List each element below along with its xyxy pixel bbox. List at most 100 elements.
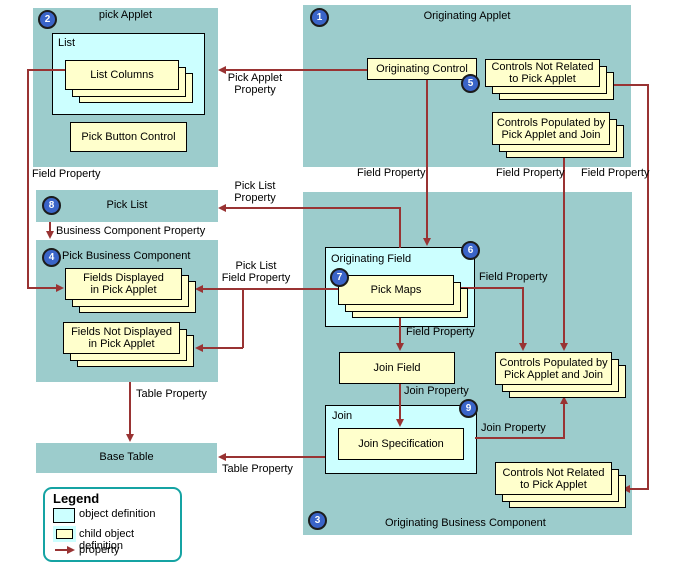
arrowhead-up-icon bbox=[560, 396, 568, 404]
badge-8: 8 bbox=[42, 196, 61, 215]
arrowhead-right-icon bbox=[67, 546, 75, 554]
arrowhead-left-icon bbox=[622, 485, 630, 493]
legend: Legend object definition child object de… bbox=[43, 487, 182, 562]
table-property-pbc-arrow bbox=[129, 382, 131, 434]
business-component-property-label: Business Component Property bbox=[56, 225, 206, 237]
business-component-property-arrow bbox=[49, 222, 51, 232]
join-property-join-label: Join Property bbox=[481, 422, 546, 434]
field-property-control-label: Field Property bbox=[357, 167, 426, 179]
pick-list-property-arrow-seg1 bbox=[226, 207, 400, 209]
legend-object-definition-label: object definition bbox=[79, 508, 156, 520]
controls-populated-top-node: Controls Populated by Pick Applet and Jo… bbox=[492, 112, 610, 145]
join-property-join-arrow-seg1 bbox=[475, 437, 565, 439]
field-property-pm-arrow bbox=[399, 310, 401, 343]
table-property-join-arrow bbox=[226, 456, 325, 458]
property-arrow-icon bbox=[55, 549, 69, 551]
badge-2: 2 bbox=[38, 10, 57, 29]
originating-field-title: Originating Field bbox=[331, 253, 412, 265]
badge-5: 5 bbox=[461, 74, 480, 93]
field-property-pm-label: Field Property bbox=[406, 326, 475, 338]
base-table-bar bbox=[36, 443, 217, 473]
arrowhead-down-icon bbox=[423, 238, 431, 246]
fields-not-displayed-node: Fields Not Displayed in Pick Applet bbox=[63, 322, 180, 354]
badge-6: 6 bbox=[461, 241, 480, 260]
field-property-left-arrow-seg3 bbox=[28, 287, 57, 289]
arrowhead-down-icon bbox=[396, 419, 404, 427]
list-title: List bbox=[58, 37, 76, 49]
fields-not-displayed-stack: Fields Not Displayed in Pick Applet bbox=[63, 322, 194, 367]
arrowhead-down-icon bbox=[396, 343, 404, 351]
child-object-definition-swatch-inner bbox=[56, 529, 73, 539]
controls-not-related-top-stack: Controls Not Related to Pick Applet bbox=[485, 59, 614, 100]
fields-displayed-node: Fields Displayed in Pick Applet bbox=[65, 268, 182, 300]
pick-applet-property-arrow bbox=[225, 69, 367, 71]
arrowhead-down-icon bbox=[46, 231, 54, 239]
child-object-definition-swatch bbox=[53, 526, 76, 542]
pick-maps-stack: Pick Maps bbox=[338, 275, 468, 318]
badge-4: 4 bbox=[42, 248, 61, 267]
list-columns-stack: List Columns bbox=[65, 60, 193, 103]
field-property-cnr-arrow-seg3 bbox=[630, 488, 648, 490]
arrowhead-down-icon bbox=[126, 434, 134, 442]
field-property-of-arrow-seg2 bbox=[522, 287, 524, 343]
field-property-of-label: Field Property bbox=[479, 271, 548, 283]
legend-child-object-definition-label: child object definition bbox=[79, 528, 135, 552]
pick-list-field-property-arrow-seg3 bbox=[203, 347, 243, 349]
field-property-cnr-arrow-seg2 bbox=[647, 84, 649, 490]
controls-populated-bottom-node: Controls Populated by Pick Applet and Jo… bbox=[495, 352, 612, 385]
pick-applet-property-label: Pick Applet Property bbox=[227, 72, 283, 96]
join-field-node: Join Field bbox=[339, 352, 455, 384]
base-table-title: Base Table bbox=[99, 451, 154, 463]
fields-displayed-stack: Fields Displayed in Pick Applet bbox=[65, 268, 196, 313]
field-property-of-arrow-seg1 bbox=[452, 287, 524, 289]
join-specification-node: Join Specification bbox=[338, 428, 464, 460]
field-property-left-arrow-seg2 bbox=[27, 69, 29, 289]
originating-control-node: Originating Control bbox=[367, 58, 477, 80]
pick-list-property-arrow-seg2 bbox=[399, 207, 401, 248]
controls-not-related-bottom-node: Controls Not Related to Pick Applet bbox=[495, 462, 612, 495]
join-property-field-label: Join Property bbox=[404, 385, 469, 397]
field-property-cp-label: Field Property bbox=[496, 167, 565, 179]
pick-list-title: Pick List bbox=[106, 199, 148, 211]
field-property-cp-arrow bbox=[563, 155, 565, 343]
originating-applet-title: Originating Applet bbox=[423, 10, 511, 22]
join-property-field-arrow bbox=[399, 382, 401, 419]
pick-list-bar bbox=[36, 190, 218, 222]
field-property-left-arrow-seg1 bbox=[28, 69, 65, 71]
object-definition-swatch bbox=[53, 508, 75, 523]
list-columns-node: List Columns bbox=[65, 60, 179, 90]
badge-1: 1 bbox=[310, 8, 329, 27]
pick-maps-node: Pick Maps bbox=[338, 275, 454, 305]
arrowhead-left-icon bbox=[218, 453, 226, 461]
field-property-control-arrow bbox=[426, 77, 428, 238]
badge-9: 9 bbox=[459, 399, 478, 418]
arrowhead-right-icon bbox=[56, 284, 64, 292]
arrowhead-down-icon bbox=[560, 343, 568, 351]
arrowhead-left-icon bbox=[195, 285, 203, 293]
badge-3: 3 bbox=[308, 511, 327, 530]
originating-business-component-title: Originating Business Component bbox=[385, 517, 546, 529]
controls-not-related-bottom-stack: Controls Not Related to Pick Applet bbox=[495, 462, 626, 508]
field-property-cnr-label: Field Property bbox=[581, 167, 650, 179]
arrowhead-left-icon bbox=[218, 66, 226, 74]
pick-button-control-node: Pick Button Control bbox=[70, 122, 187, 152]
table-property-pbc-label: Table Property bbox=[136, 388, 207, 400]
arrowhead-down-icon bbox=[519, 343, 527, 351]
join-property-join-arrow-seg2 bbox=[563, 404, 565, 438]
legend-property-label: property bbox=[79, 544, 120, 556]
pick-list-field-property-label: Pick List Field Property bbox=[221, 260, 291, 284]
arrowhead-left-icon bbox=[195, 344, 203, 352]
legend-title: Legend bbox=[53, 491, 100, 506]
pick-list-property-label: Pick List Property bbox=[234, 180, 276, 204]
join-title: Join bbox=[332, 410, 353, 422]
badge-7: 7 bbox=[330, 268, 349, 287]
arrowhead-left-icon bbox=[218, 204, 226, 212]
controls-populated-bottom-stack: Controls Populated by Pick Applet and Jo… bbox=[495, 352, 626, 398]
pick-list-field-property-arrow-seg2 bbox=[242, 288, 244, 348]
field-property-left-label: Field Property bbox=[32, 168, 101, 180]
controls-not-related-top-node: Controls Not Related to Pick Applet bbox=[485, 59, 600, 87]
controls-populated-top-stack: Controls Populated by Pick Applet and Jo… bbox=[492, 112, 624, 158]
table-property-join-label: Table Property bbox=[222, 463, 293, 475]
pick-business-component-title: Pick Business Component bbox=[62, 250, 191, 262]
